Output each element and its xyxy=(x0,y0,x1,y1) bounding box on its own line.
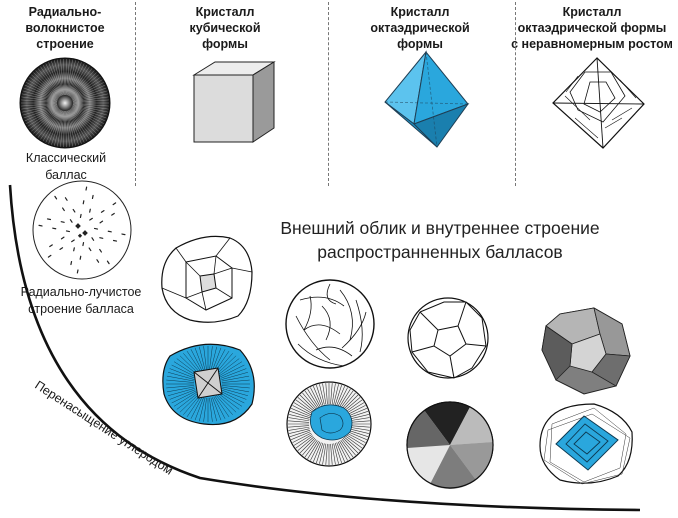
column-title-radial-fibrous: Радиально- волокнистое строение xyxy=(25,5,105,51)
caption-radial-ray: Радиально-лучистое строение балласа xyxy=(20,285,142,316)
column-title-cubic-crystal: Кристалл кубической формы xyxy=(189,5,261,51)
separator-2 xyxy=(328,2,329,186)
caption-classic-ballas: Классический баллас xyxy=(25,151,107,182)
axis-label-supersaturation: Перенасыщение углеродом xyxy=(32,378,176,478)
main-title: Внешний облик и внутреннее строение расп… xyxy=(280,218,600,262)
separator-3 xyxy=(515,2,516,186)
column-title-octahedral-crystal: Кристалл октаэдрической формы xyxy=(370,5,470,51)
separator-1 xyxy=(135,2,136,186)
column-title-uneven-octahedral: Кристалл октаэдрической формы с неравном… xyxy=(511,5,673,51)
